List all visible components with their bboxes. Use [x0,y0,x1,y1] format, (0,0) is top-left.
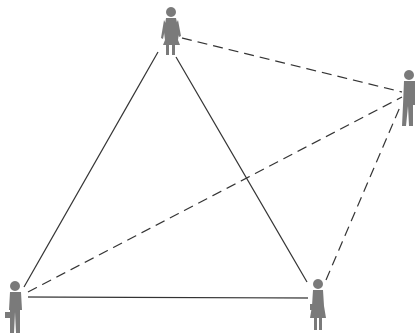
person-woman-icon [161,7,181,55]
person-with-briefcase-icon [5,281,22,333]
connections [23,37,403,299]
edge-top-to-bottom-left [23,51,159,288]
edge-bottom-left-to-bottom-right [27,296,309,299]
edge-bottom-right-to-right [325,106,401,281]
person-woman-with-briefcase-icon [310,279,326,330]
edge-bottom-left-to-right [27,96,403,293]
person-icon [402,70,415,126]
edge-top-to-bottom-right [175,56,308,283]
edge-top-to-right [181,37,403,93]
